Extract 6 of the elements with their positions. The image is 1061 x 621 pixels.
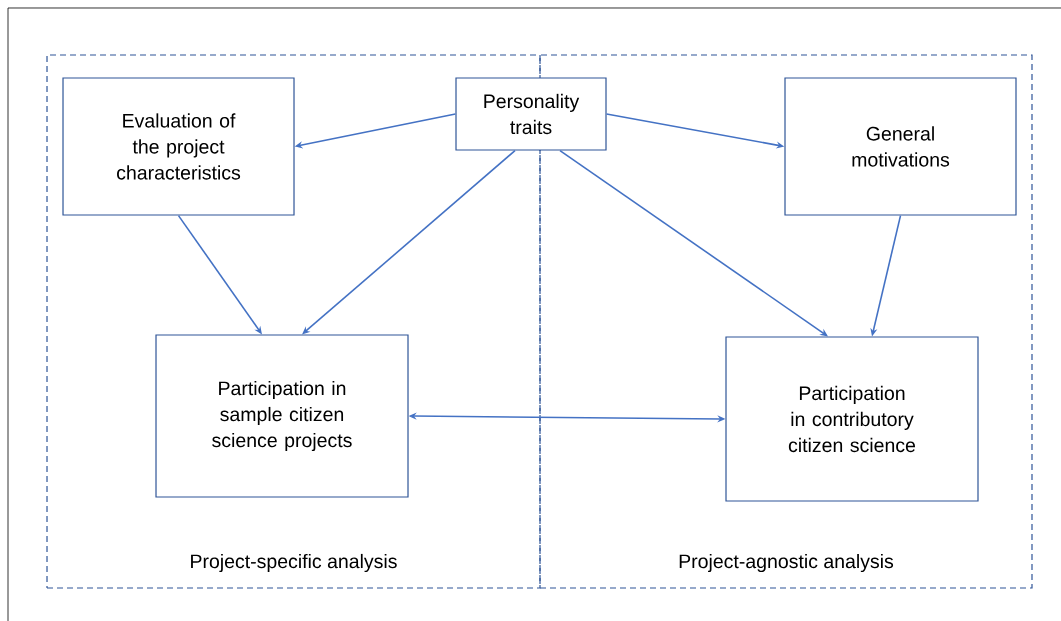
text-box: General motivations	[784, 77, 1017, 216]
text-box: Evaluation of the project characteristics	[62, 77, 295, 216]
text-box: Participation in sample citizen science projects	[155, 334, 409, 498]
text-box: Personality traits	[455, 77, 607, 151]
arrow	[559, 149, 828, 337]
text-box: Participation in contributory citizen science	[725, 336, 979, 502]
